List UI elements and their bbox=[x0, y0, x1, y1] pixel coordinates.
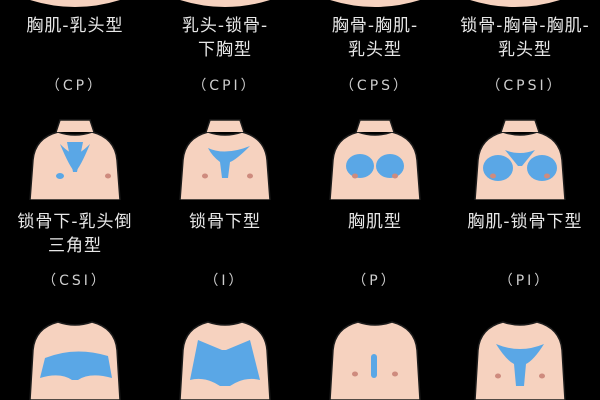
type-code: （CPS） bbox=[300, 75, 450, 95]
nipple bbox=[352, 372, 358, 377]
affected-area bbox=[346, 154, 374, 178]
top-figure-strip bbox=[0, 0, 600, 12]
type-code: （CPI） bbox=[150, 75, 300, 95]
neck bbox=[356, 120, 394, 132]
cropped-torso bbox=[30, 0, 120, 7]
affected-area bbox=[371, 354, 377, 378]
torso-diagram-i bbox=[150, 310, 300, 400]
cropped-torso bbox=[470, 0, 560, 7]
type-label: 锁骨下-乳头倒三角型 bbox=[10, 210, 140, 258]
nipple bbox=[539, 374, 545, 379]
type-label: 锁骨下型 bbox=[150, 210, 300, 234]
type-code: （P） bbox=[300, 270, 450, 290]
type-code: （PI） bbox=[450, 270, 600, 290]
torso-diagram-cps bbox=[300, 110, 450, 200]
type-label: 胸肌型 bbox=[300, 210, 450, 234]
neck bbox=[501, 120, 539, 132]
torso-diagram-csi bbox=[0, 310, 150, 400]
type-label: 胸骨-胸肌-乳头型 bbox=[325, 14, 425, 62]
affected-area bbox=[56, 173, 64, 179]
torso-diagram-cpi bbox=[150, 110, 300, 200]
nipple bbox=[495, 374, 501, 379]
nipple bbox=[247, 174, 253, 179]
torso-diagram-cpsi bbox=[450, 110, 600, 200]
type-code: （I） bbox=[150, 270, 300, 290]
torso-diagram-p bbox=[300, 310, 450, 400]
type-label: 胸肌-乳头型 bbox=[0, 14, 150, 38]
nipple bbox=[105, 174, 111, 179]
nipple bbox=[392, 174, 398, 179]
cropped-torso bbox=[180, 0, 270, 7]
type-label: 胸肌-锁骨下型 bbox=[455, 210, 595, 234]
torso bbox=[330, 132, 420, 200]
type-code: （CSI） bbox=[0, 270, 150, 290]
torso-diagram-pi bbox=[450, 310, 600, 400]
nipple bbox=[202, 174, 208, 179]
neck bbox=[56, 120, 94, 132]
type-code: （CP） bbox=[0, 75, 150, 95]
type-label: 锁骨-胸骨-胸肌-乳头型 bbox=[460, 14, 590, 62]
nipple bbox=[352, 174, 358, 179]
nipple bbox=[544, 174, 550, 179]
type-label: 乳头-锁骨-下胸型 bbox=[175, 14, 275, 62]
torso-diagram-cp bbox=[0, 110, 150, 200]
affected-area bbox=[376, 154, 404, 178]
type-code: （CPSI） bbox=[450, 75, 600, 95]
neck bbox=[206, 120, 244, 132]
nipple bbox=[490, 174, 496, 179]
nipple bbox=[392, 372, 398, 377]
affected-area bbox=[483, 155, 513, 181]
cropped-torso bbox=[330, 0, 420, 7]
affected-area bbox=[527, 155, 557, 181]
